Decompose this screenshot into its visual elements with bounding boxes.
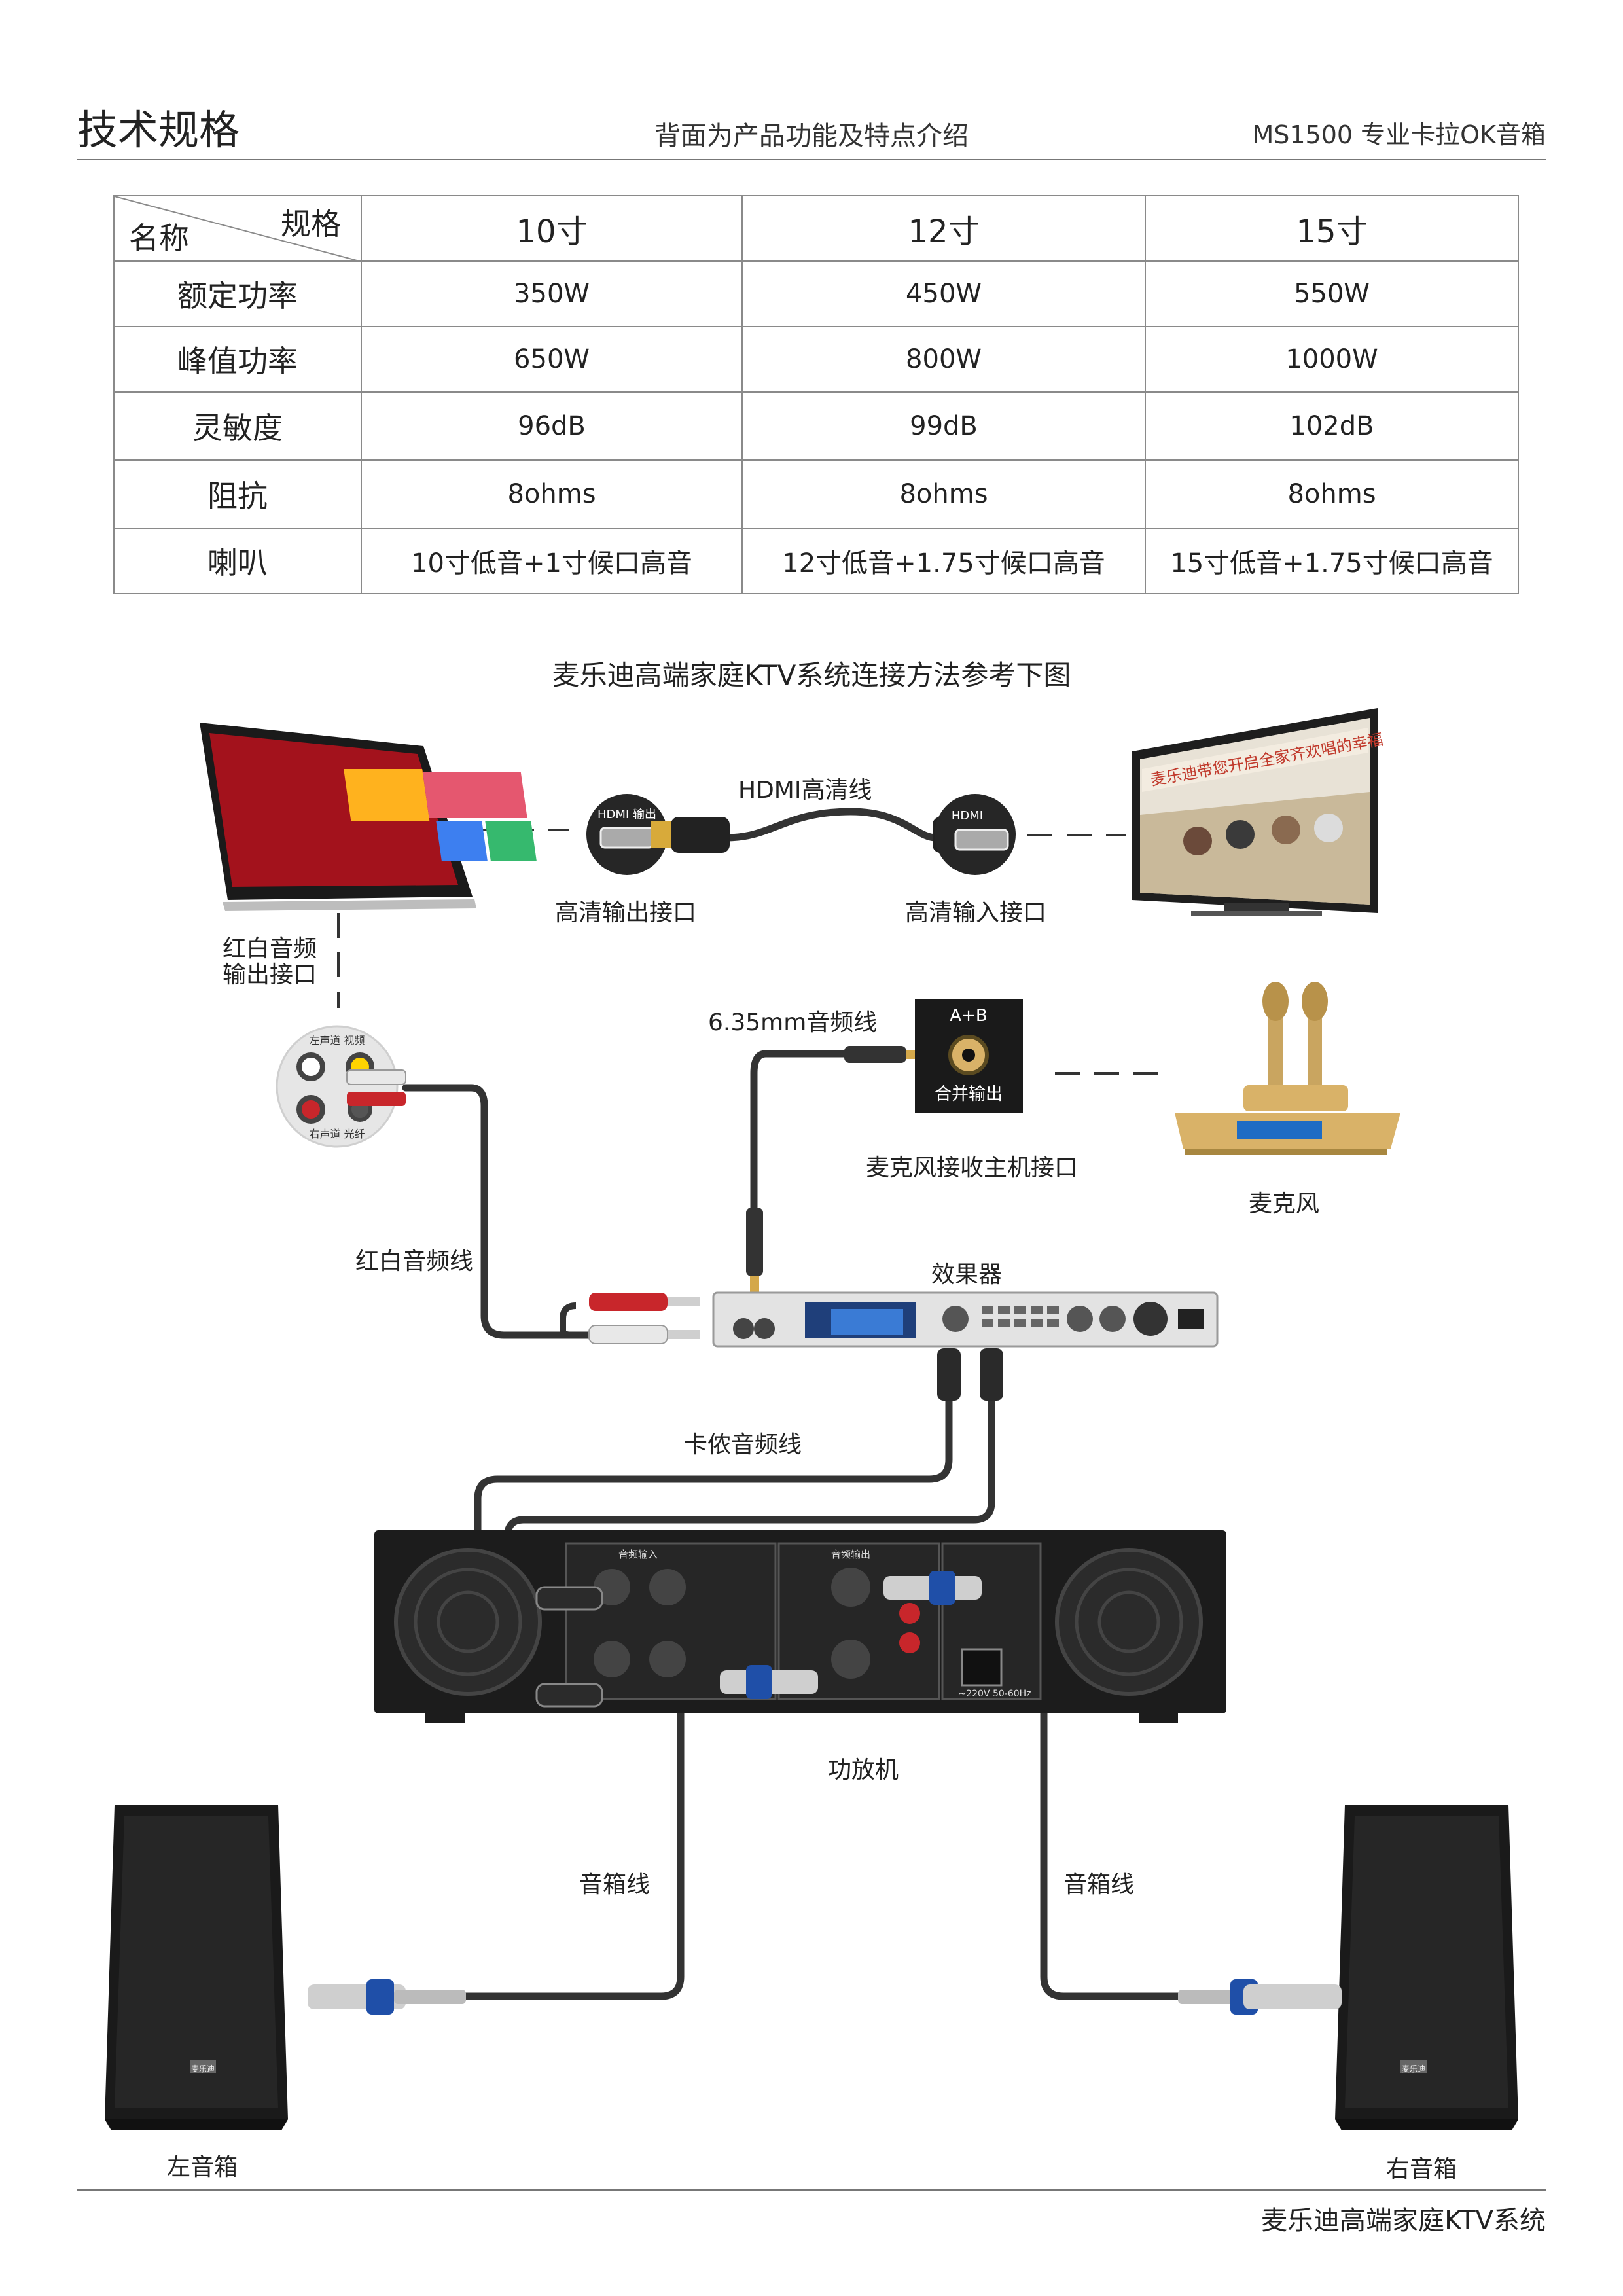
jack-cable-label: 6.35mm音频线 [708, 1009, 878, 1036]
amplifier-label: 功放机 [828, 1757, 899, 1784]
row-label: 灵敏度 [113, 391, 362, 461]
table-cell: 550W [1145, 260, 1519, 327]
corner-label-top: 规格 [281, 206, 341, 242]
column-header: 10寸 [361, 195, 743, 262]
rca-output-port-label-line1: 红白音频 [223, 935, 317, 962]
hdmi-output-port-label: 高清输出接口 [555, 899, 697, 926]
hdmi-input-port-label: 高清输入接口 [905, 899, 1047, 926]
table-cell: 650W [361, 326, 743, 393]
table-cell: 8ohms [1145, 459, 1519, 529]
diagonal-divider [115, 196, 362, 262]
microphone-label: 麦克风 [1249, 1191, 1320, 1217]
table-cell: 102dB [1145, 391, 1519, 461]
mic-receiver-port: A+B 合并输出 [915, 999, 1023, 1113]
rca-output-port: 左声道 视频 右声道 光纤 [276, 1025, 406, 1148]
table-cell: 12寸低音+1.75寸候口高音 [741, 528, 1146, 594]
table-cell: 15寸低音+1.75寸候口高音 [1145, 528, 1519, 594]
effects-unit-label: 效果器 [931, 1261, 1003, 1288]
amp-xlr-plugs [535, 1586, 603, 1708]
jack-vertical-plug [746, 1208, 763, 1276]
hdmi-cable-line [722, 808, 940, 842]
row-label: 阻抗 [113, 459, 362, 529]
header-divider [77, 159, 1546, 160]
hdmi-plug-gold-left [651, 821, 671, 848]
speaker-cable-label-left: 音箱线 [579, 1871, 651, 1898]
right-speaker-label: 右音箱 [1386, 2156, 1457, 2183]
page-subtitle: 背面为产品功能及特点介绍 [654, 121, 969, 151]
right-speaker-badge: 麦乐迪 [1402, 2064, 1425, 2073]
mic-port-bottom-label: 合并输出 [935, 1085, 1003, 1104]
mic-receiver-port-label: 麦克风接收主机接口 [866, 1155, 1079, 1181]
page-title: 技术规格 [77, 106, 240, 154]
left-speaker-label: 左音箱 [167, 2154, 238, 2181]
row-label: 峰值功率 [113, 326, 362, 393]
table-cell: 99dB [741, 391, 1146, 461]
diagram-caption: 麦乐迪高端家庭KTV系统连接方法参考下图 [552, 659, 1071, 691]
table-cell: 8ohms [741, 459, 1146, 529]
ktv-touchscreen [200, 723, 537, 911]
table-cell: 8ohms [361, 459, 743, 529]
table-row: 阻抗 8ohms 8ohms 8ohms [113, 459, 1519, 529]
model-name: MS1500 专业卡拉OK音箱 [1252, 120, 1546, 149]
left-speaker-badge: 麦乐迪 [191, 2064, 215, 2073]
table-cell: 1000W [1145, 326, 1519, 393]
hdmi-plug-left [671, 817, 730, 853]
table-cell: 96dB [361, 391, 743, 461]
jack-plug [844, 1046, 906, 1063]
row-label: 额定功率 [113, 260, 362, 327]
amp-input-label: 音频输入 [618, 1549, 658, 1560]
rca-port-bottom-label: 右声道 光纤 [309, 1128, 365, 1140]
table-cell: 10寸低音+1寸候口高音 [361, 528, 743, 594]
rca-cable-label: 红白音频线 [355, 1248, 474, 1275]
speaker-cable-line-left [461, 1678, 724, 2000]
hdmi-cable-label: HDMI高清线 [738, 777, 872, 804]
hdmi-in-tag: HDMI [952, 809, 983, 823]
footer-text: 麦乐迪高端家庭KTV系统 [1261, 2206, 1546, 2236]
row-label: 喇叭 [113, 528, 362, 594]
right-speaker [1335, 1805, 1518, 2130]
rca-output-port-label-line2: 输出接口 [223, 961, 317, 988]
left-speakon-plug [308, 1979, 466, 2015]
table-row: 喇叭 10寸低音+1寸候口高音 12寸低音+1.75寸候口高音 15寸低音+1.… [113, 528, 1519, 594]
wireless-microphone [1175, 982, 1400, 1155]
table-row: 额定功率 350W 450W 550W [113, 260, 1519, 327]
amp-power-label: ~220V 50-60Hz [958, 1689, 1031, 1699]
table-cell: 800W [741, 326, 1146, 393]
rca-cable-line [402, 1084, 593, 1339]
amp-output-label: 音频输出 [831, 1549, 870, 1560]
footer-divider [77, 2189, 1546, 2191]
corner-label-bottom: 名称 [129, 221, 189, 256]
spec-table: 规格 名称 10寸 12寸 15寸 额定功率 350W 450W 550W 峰值… [113, 195, 1519, 594]
hdmi-output-port: HDMI 输出 [586, 794, 668, 875]
xlr-plugs [937, 1348, 1003, 1401]
table-row: 峰值功率 650W 800W 1000W [113, 326, 1519, 393]
cables [402, 808, 1182, 2000]
mic-port-top-label: A+B [950, 1006, 987, 1026]
effects-processor [712, 1291, 1219, 1348]
column-header: 15寸 [1145, 195, 1519, 262]
table-cell: 350W [361, 260, 743, 327]
rca-plugs [560, 1293, 700, 1344]
rca-port-top-label: 左声道 视频 [309, 1034, 365, 1047]
hdmi-input-port: HDMI [935, 794, 1016, 875]
speaker-cable-label-right: 音箱线 [1063, 1871, 1135, 1898]
jack-cable-line [750, 1050, 914, 1287]
left-speaker [105, 1805, 288, 2130]
table-row: 灵敏度 96dB 99dB 102dB [113, 391, 1519, 461]
xlr-cable-label: 卡侬音频线 [684, 1431, 802, 1458]
table-header-row: 规格 名称 10寸 12寸 15寸 [113, 195, 1519, 262]
table-cell: 450W [741, 260, 1146, 327]
table-corner-cell: 规格 名称 [113, 195, 362, 262]
television: 麦乐迪带您开启全家齐欢唱的幸福 [1132, 708, 1385, 916]
column-header: 12寸 [741, 195, 1146, 262]
hdmi-out-tag: HDMI 输出 [597, 808, 656, 821]
right-speakon-plug [1178, 1979, 1342, 2015]
amp-speakon-plugs [720, 1571, 982, 1699]
